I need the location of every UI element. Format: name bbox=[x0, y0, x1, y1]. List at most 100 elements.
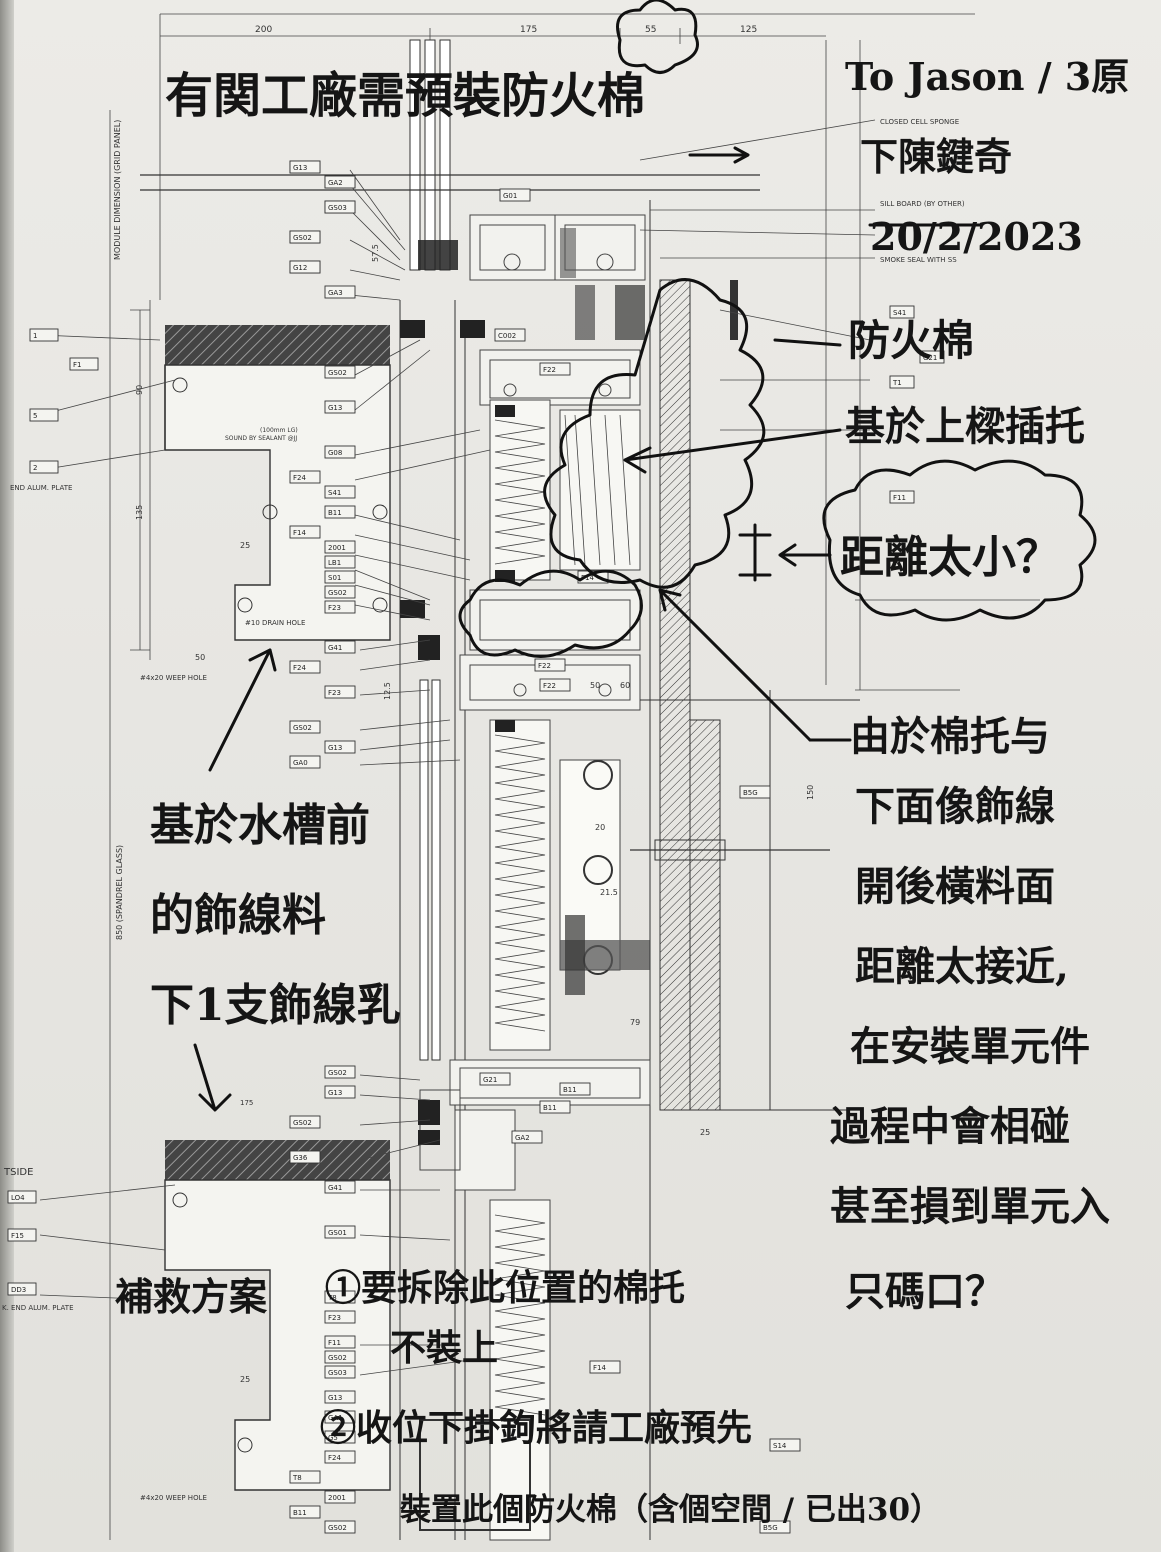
paper-edge-shadow bbox=[0, 0, 14, 1552]
slab-edge-hatch bbox=[640, 200, 860, 1540]
tag-box bbox=[289, 660, 321, 674]
tag-box bbox=[324, 1430, 356, 1444]
markup-remedy-3: 裝置此個防火棉（含個空間 / 已出30） bbox=[400, 1492, 941, 1528]
tag-label: F14 bbox=[581, 574, 594, 582]
tag-label: LB1 bbox=[328, 559, 341, 567]
markup-left-2: 的飾線料 bbox=[150, 890, 326, 941]
tag-box bbox=[324, 1350, 356, 1364]
tag-box bbox=[324, 1365, 356, 1379]
tag-box bbox=[559, 1082, 591, 1096]
tag-box bbox=[324, 485, 356, 499]
tag-label: G36 bbox=[293, 1154, 308, 1162]
tag-label: GS02 bbox=[328, 1069, 347, 1077]
tag-box bbox=[289, 230, 321, 244]
dim-90: 90 bbox=[135, 385, 144, 395]
tag-box bbox=[739, 785, 771, 799]
tag-box bbox=[324, 1335, 356, 1349]
note-end-plate-2: K. END ALUM. PLATE bbox=[2, 1304, 74, 1312]
tag-label: B11 bbox=[293, 1509, 307, 1517]
dim-50: 50 bbox=[195, 653, 205, 662]
tag-label: F24 bbox=[293, 664, 306, 672]
mid-transom-upper bbox=[479, 349, 641, 581]
markup-remedy-2: ②收位下掛鉤將請工廠預先 bbox=[320, 1407, 752, 1449]
tag-box bbox=[539, 362, 571, 376]
dim-25b: 25 bbox=[240, 1375, 250, 1384]
top-dimension-line: 200 175 55 125 bbox=[160, 25, 826, 44]
tag-box bbox=[324, 1410, 356, 1424]
tag-box bbox=[324, 1310, 356, 1324]
tag-box bbox=[889, 490, 915, 504]
tag-label: S41 bbox=[328, 489, 341, 497]
dim-top-1: 175 bbox=[520, 25, 537, 35]
markup-remedy-1: ①要拆除此位置的棉托 bbox=[325, 1267, 685, 1309]
dim-12.5: 12.5 bbox=[383, 682, 392, 700]
markup-addressee: To Jason / 3原 bbox=[845, 54, 1129, 99]
dim-r-20: 20 bbox=[595, 823, 605, 832]
tag-box bbox=[324, 365, 356, 379]
tag-label: F24 bbox=[293, 474, 306, 482]
tag-label: B11 bbox=[328, 509, 342, 517]
markup-note-6: 過程中會相碰 bbox=[830, 1103, 1070, 1150]
tag-box bbox=[7, 1282, 37, 1296]
dim-r-25: 25 bbox=[700, 1128, 710, 1137]
tag-box bbox=[324, 1290, 356, 1304]
tag-label: GS02 bbox=[328, 369, 347, 377]
tag-box bbox=[324, 1450, 356, 1464]
markup-arrows bbox=[193, 146, 982, 1112]
tag-box bbox=[769, 1438, 801, 1452]
tag-label: F22 bbox=[543, 366, 556, 374]
tag-label: G21 bbox=[923, 354, 937, 362]
tag-box bbox=[29, 408, 59, 422]
tag-box bbox=[324, 1065, 356, 1079]
tag-box bbox=[324, 570, 356, 584]
leader-lines bbox=[39, 169, 871, 1376]
tag-label: G12 bbox=[293, 264, 307, 272]
tag-label: G13 bbox=[328, 1089, 342, 1097]
markup-fire-wool: 防火棉 bbox=[848, 316, 974, 365]
tag-label: S01 bbox=[328, 574, 341, 582]
markup-date: 20/2/2023 bbox=[870, 214, 1083, 259]
tag-box bbox=[324, 1225, 356, 1239]
tag-label: G41 bbox=[328, 1184, 342, 1192]
markup-remedy-1b: 不裝上 bbox=[390, 1327, 498, 1369]
tag-label: LO4 bbox=[11, 1194, 25, 1202]
drawing-frame bbox=[109, 13, 1040, 1540]
tag-label: GS02 bbox=[293, 724, 312, 732]
upper-spandrel-panel: #10 DRAIN HOLE SOUND BY SEALANT @JJ (100… bbox=[10, 325, 391, 682]
note-sealant: SOUND BY SEALANT @JJ bbox=[225, 435, 297, 442]
tag-box bbox=[324, 640, 356, 654]
tag-box bbox=[919, 350, 945, 364]
tag-label: G01 bbox=[503, 192, 517, 200]
markup-remedy-label: 補救方案 bbox=[115, 1274, 268, 1319]
dim-25: 25 bbox=[240, 541, 250, 550]
tag-label: F23 bbox=[328, 689, 341, 697]
dim-r-150: 150 bbox=[806, 785, 815, 800]
tag-box bbox=[289, 720, 321, 734]
tag-box bbox=[324, 505, 356, 519]
tag-box bbox=[534, 658, 566, 672]
tag-box bbox=[324, 285, 356, 299]
tag-label: F11 bbox=[328, 1339, 341, 1347]
dim-top-0: 200 bbox=[255, 25, 272, 35]
tag-box bbox=[7, 1228, 37, 1242]
tag-label: T8 bbox=[327, 1294, 337, 1302]
dim-r-50: 50 bbox=[590, 681, 600, 690]
mid-stack-anchor bbox=[489, 719, 830, 1051]
tag-label: 2001 bbox=[328, 544, 346, 552]
tag-label: G41 bbox=[328, 644, 342, 652]
tag-label: GS02 bbox=[293, 1119, 312, 1127]
tag-box bbox=[499, 188, 531, 202]
section-tags: G01C002F22F14F22F22G21B11GA2F14B11S14B5G… bbox=[479, 188, 801, 1534]
tag-label: F24 bbox=[328, 1454, 341, 1462]
note-end-plate: END ALUM. PLATE bbox=[10, 484, 72, 492]
tag-box bbox=[324, 740, 356, 754]
tag-box bbox=[324, 400, 356, 414]
markup-left-1: 基於水槽前 bbox=[150, 800, 370, 851]
tag-box bbox=[324, 555, 356, 569]
tag-box bbox=[29, 460, 59, 474]
tag-box bbox=[324, 600, 356, 614]
note-weep-hole: #4x20 WEEP HOLE bbox=[140, 674, 207, 682]
tag-box bbox=[324, 1490, 356, 1504]
tag-box bbox=[324, 1390, 356, 1404]
